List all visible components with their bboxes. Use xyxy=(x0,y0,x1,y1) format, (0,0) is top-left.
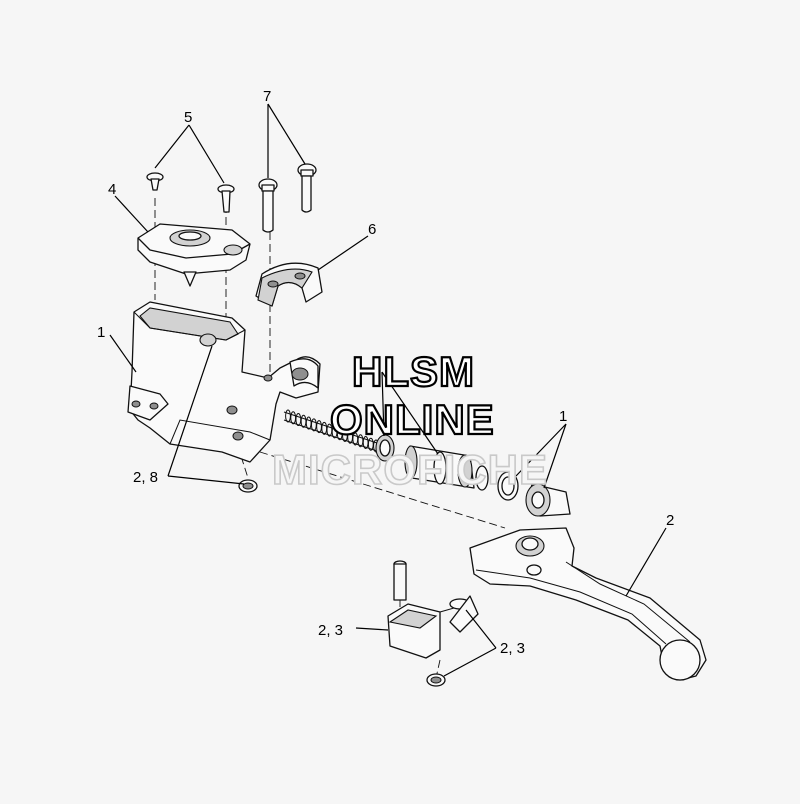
pivot-pin-and-bushing xyxy=(387,560,479,687)
spring-coil xyxy=(285,409,291,423)
spring-coil xyxy=(310,418,317,432)
callout-1-body: 1 xyxy=(97,324,105,341)
brake-lever xyxy=(469,527,707,681)
callout-2-8: 2, 8 xyxy=(133,469,158,486)
spring-coil xyxy=(305,416,312,430)
watermark: HLSM ONLINE MICROFICHE xyxy=(271,347,548,494)
spring-coil xyxy=(316,420,322,434)
callout-1-seals: 1 xyxy=(559,408,567,425)
retaining-clip xyxy=(238,479,258,493)
clamp-bolts xyxy=(258,163,317,233)
callout-2-3-left: 2, 3 xyxy=(318,622,343,639)
spring-coil xyxy=(290,411,297,425)
boot-and-seal xyxy=(497,471,571,517)
callouts: 5 7 4 6 1 1 2, 8 2 2, 3 2, 3 xyxy=(97,88,674,657)
spring-coil xyxy=(300,414,307,428)
piston-spring-assembly xyxy=(283,409,489,491)
callout-7: 7 xyxy=(263,88,271,105)
callout-5: 5 xyxy=(184,109,192,126)
leader-lines xyxy=(109,103,667,677)
watermark-line-3: MICROFICHE xyxy=(272,446,548,493)
reservoir-cover-screws xyxy=(146,172,235,213)
callout-4: 4 xyxy=(108,181,116,198)
watermark-line-2: ONLINE xyxy=(330,396,495,443)
callout-2-lever: 2 xyxy=(666,512,674,529)
reservoir-cover xyxy=(137,223,251,287)
watermark-line-1: HLSM xyxy=(352,348,475,395)
callout-6: 6 xyxy=(368,221,376,238)
handlebar-clamp xyxy=(255,262,323,307)
spring-coil xyxy=(295,413,302,427)
master-cylinder-body xyxy=(127,301,321,463)
callout-2-3-right: 2, 3 xyxy=(500,640,525,657)
spring-coil xyxy=(321,421,328,435)
